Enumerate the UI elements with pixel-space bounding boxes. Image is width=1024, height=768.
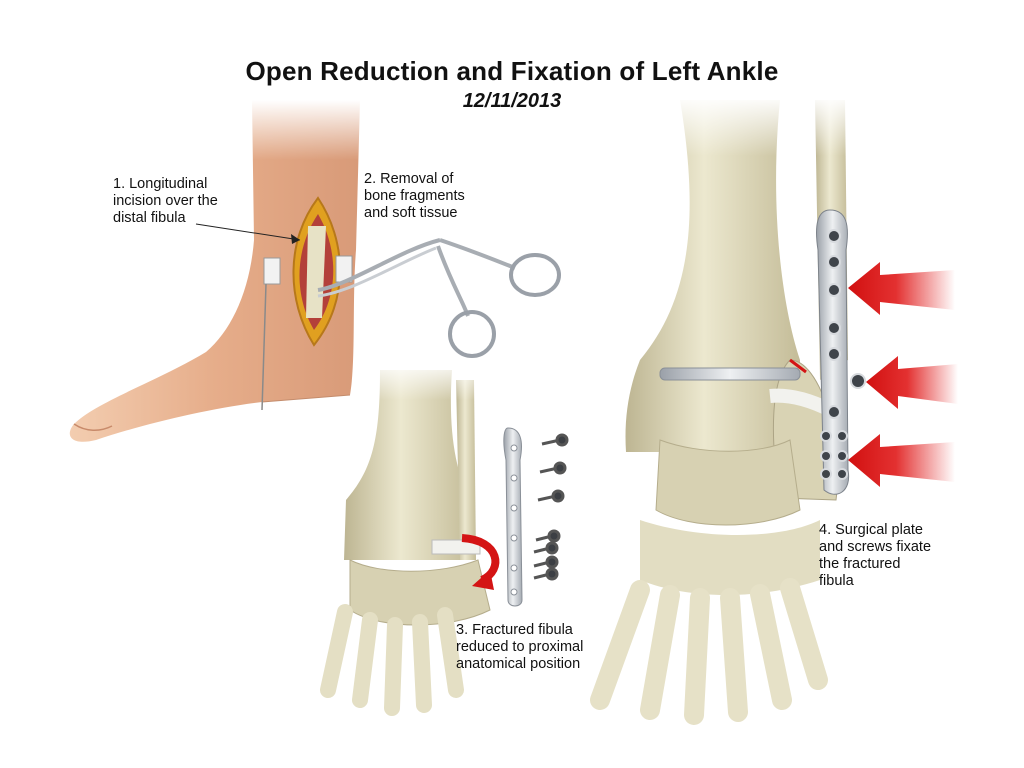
- loose-plate-and-screws: [503, 427, 569, 607]
- procedure-date: 12/11/2013: [462, 90, 562, 112]
- step-3-label: 3. Fractured fibula reduced to proximal …: [456, 622, 584, 672]
- ankle-bones-reduction: [320, 360, 500, 716]
- leader-line-step1: [195, 223, 301, 241]
- step-2-label: 2. Removal of bone fragments and soft ti…: [364, 171, 465, 221]
- step-1-label: 1. Longitudinal incision over the distal…: [113, 176, 218, 226]
- fixation-plate: [816, 209, 866, 495]
- page-title: Open Reduction and Fixation of Left Ankl…: [245, 56, 779, 86]
- forceps-instrument: [317, 238, 561, 358]
- ankle-bones-fixated: [590, 96, 860, 725]
- leader-arrowhead-step1: [291, 234, 300, 244]
- incision-site: [261, 196, 353, 411]
- pressure-arrows: [848, 262, 958, 487]
- step-4-label: 4. Surgical plate and screws fixate the …: [819, 522, 932, 589]
- foot-illustration: [69, 100, 365, 442]
